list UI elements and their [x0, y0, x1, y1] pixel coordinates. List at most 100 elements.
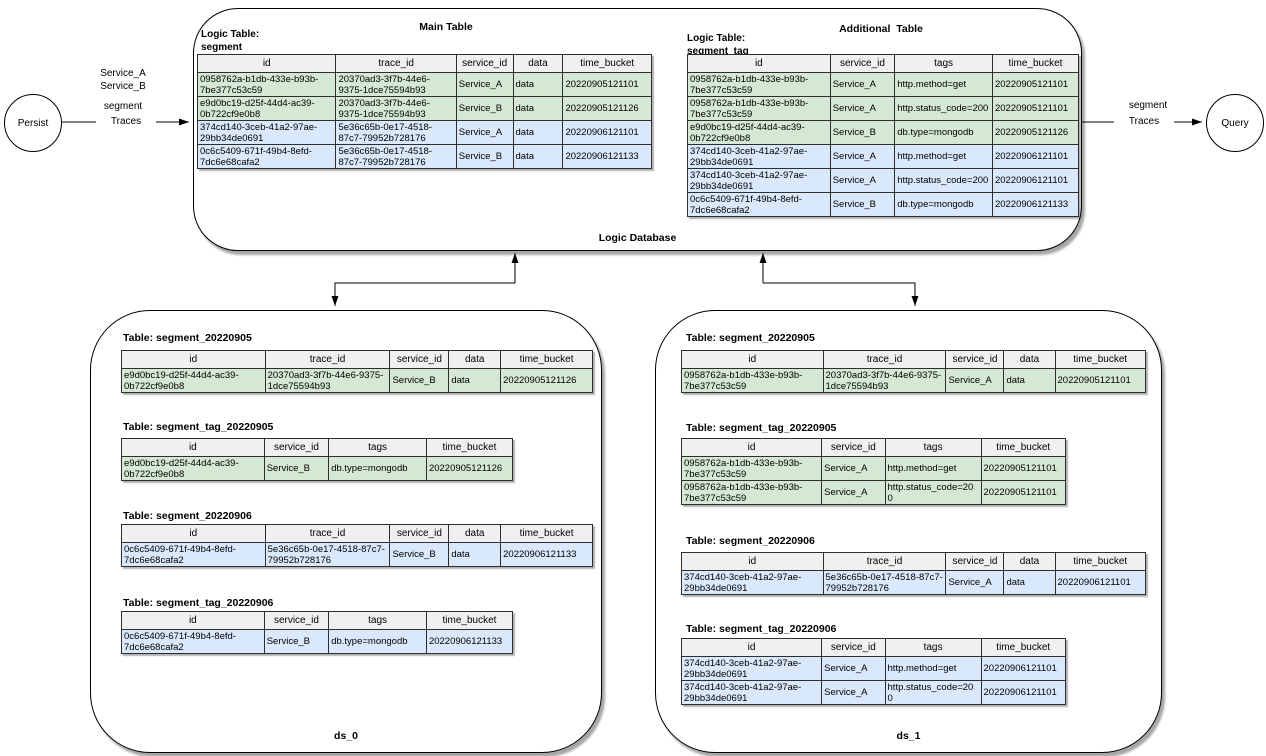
logic-table-name: segment_tag — [687, 45, 749, 57]
table-cell: 20220905121126 — [500, 368, 593, 393]
table-cell: 20220906121101 — [980, 656, 1067, 681]
table-cell: http.method=get — [894, 72, 993, 97]
table-cell: 20220906121101 — [991, 168, 1080, 193]
column-header: service_id — [455, 54, 514, 73]
query-node: Query — [1206, 94, 1264, 152]
table-cell: 0c6c5409-671f-49b4-8efd-7dc6e68cafa2 — [687, 192, 831, 217]
ds0-caption: ds_0 — [334, 730, 358, 742]
table-cell: 0958762a-b1db-433e-b93b-7be377c53c59 — [680, 480, 823, 505]
column-header: id — [121, 438, 265, 457]
table-cell: 20220906121101 — [562, 120, 652, 145]
column-header: trace_id — [335, 54, 457, 73]
persist-node: Persist — [4, 94, 62, 152]
table-cell: 0958762a-b1db-433e-b93b-7be377c53c59 — [687, 72, 831, 97]
table-cell: data — [1003, 368, 1056, 393]
table-cell: data — [448, 368, 502, 393]
service-a-label: Service_A — [100, 68, 146, 79]
column-header: data — [1003, 552, 1056, 571]
table-cell: 20220905121126 — [991, 120, 1080, 145]
column-header: tags — [328, 611, 427, 630]
main-table-title: Main Table — [419, 21, 473, 33]
table-cell: data — [512, 72, 564, 97]
table-cell: 20370ad3-3f7b-44e6-9375-1dce75594b93 — [264, 368, 391, 393]
table-cell: Service_B — [389, 542, 450, 567]
column-header: time_bucket — [991, 54, 1080, 73]
table-cell: db.type=mongodb — [894, 192, 993, 217]
persist-edge-services-label: Service_A Service_B — [83, 67, 163, 93]
table-cell: 20220905121126 — [425, 456, 514, 481]
table-cell: Service_B — [263, 456, 330, 481]
table-cell: Service_A — [455, 72, 514, 97]
column-header: service_id — [829, 54, 896, 73]
column-header: tags — [884, 438, 982, 457]
table-cell: http.method=get — [894, 144, 993, 169]
table-cell: Service_A — [945, 570, 1005, 595]
ds1-caption: ds_1 — [896, 730, 921, 742]
table-cell: 0c6c5409-671f-49b4-8efd-7dc6e68cafa2 — [121, 629, 265, 654]
logic-database-caption: Logic Database — [598, 232, 677, 244]
column-header: id — [680, 438, 823, 457]
column-header: tags — [328, 438, 427, 457]
table-cell: Service_B — [829, 120, 896, 145]
table-cell: 20220906121133 — [425, 629, 514, 654]
table-cell: data — [448, 542, 502, 567]
table-cell: 20220905121101 — [980, 480, 1067, 505]
table-cell: Service_A — [821, 480, 886, 505]
column-header: id — [121, 611, 265, 630]
table-cell: Service_A — [829, 168, 896, 193]
table-cell: e9d0bc19-d25f-44d4-ac39-0b722cf9e0b8 — [196, 96, 337, 121]
table-cell: 5e36c65b-0e17-4518-87c7-79952b728176 — [335, 120, 457, 145]
table-cell: data — [1003, 570, 1056, 595]
column-header: id — [121, 350, 266, 369]
table-cell: 5e36c65b-0e17-4518-87c7-79952b728176 — [335, 144, 457, 169]
service-b-label: Service_B — [100, 81, 146, 92]
table-cell: 20220906121133 — [991, 192, 1080, 217]
column-header: trace_id — [264, 524, 391, 543]
table-cell: 374cd140-3ceb-41a2-97ae-29bb34de0691 — [687, 168, 831, 193]
ds1-table1-title: Table: segment_20220905 — [686, 332, 815, 344]
column-header: service_id — [945, 350, 1005, 369]
table-cell: 20220905121101 — [991, 96, 1080, 121]
column-header: service_id — [263, 611, 330, 630]
table-cell: Service_A — [821, 656, 886, 681]
column-header: service_id — [945, 552, 1005, 571]
column-header: data — [1003, 350, 1056, 369]
table-cell: db.type=mongodb — [894, 120, 993, 145]
table-cell: 374cd140-3ceb-41a2-97ae-29bb34de0691 — [687, 144, 831, 169]
table-cell: 20220905121126 — [562, 96, 652, 121]
table-cell: 0958762a-b1db-433e-b93b-7be377c53c59 — [196, 72, 337, 97]
table-cell: data — [512, 96, 564, 121]
column-header: time_bucket — [562, 54, 652, 73]
ds1-table3-title: Table: segment_20220906 — [686, 535, 815, 547]
additional-logic-table-label: Logic Table: segment_tag — [687, 33, 749, 58]
table-cell: db.type=mongodb — [328, 629, 427, 654]
table-cell: http.status_code=200 — [884, 680, 982, 705]
table-cell: 20220906121101 — [1054, 570, 1146, 595]
column-header: time_bucket — [500, 524, 593, 543]
